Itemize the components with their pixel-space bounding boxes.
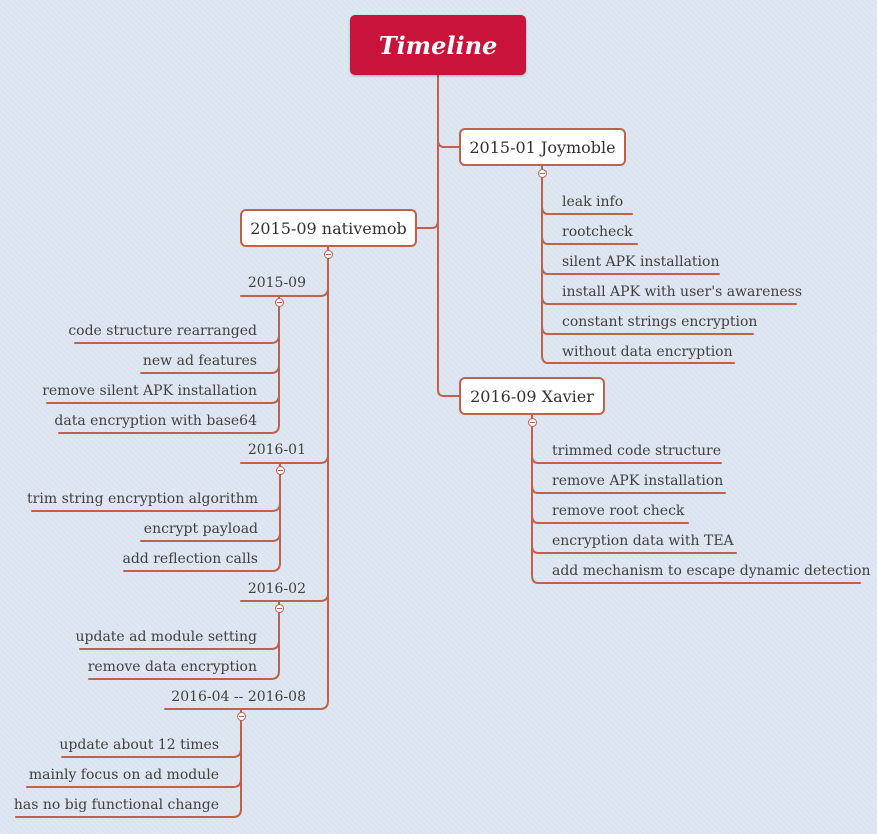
- topic-item[interactable]: remove silent APK installation: [42, 383, 257, 399]
- topic-item[interactable]: trim string encryption algorithm: [27, 491, 258, 507]
- topic-item[interactable]: new ad features: [142, 353, 257, 369]
- topic-item[interactable]: add mechanism to escape dynamic detectio…: [552, 563, 871, 579]
- topic-item[interactable]: remove data encryption: [87, 659, 257, 675]
- collapse-minus-icon[interactable]: [538, 169, 547, 178]
- topic-item[interactable]: silent APK installation: [562, 254, 720, 270]
- topic-item[interactable]: data encryption with base64: [54, 413, 257, 429]
- topic-item[interactable]: update about 12 times: [59, 737, 219, 753]
- branch-nativemob[interactable]: 2015-09 nativemob: [240, 209, 417, 247]
- collapse-minus-icon[interactable]: [275, 298, 284, 307]
- collapse-minus-icon[interactable]: [275, 604, 284, 613]
- branch-xavier[interactable]: 2016-09 Xavier: [459, 377, 605, 415]
- central-topic[interactable]: Timeline: [350, 15, 526, 75]
- topic-item[interactable]: encryption data with TEA: [552, 533, 734, 549]
- topic-item[interactable]: constant strings encryption: [562, 314, 758, 330]
- topic-item[interactable]: remove APK installation: [552, 473, 724, 489]
- topic-item[interactable]: add reflection calls: [122, 551, 259, 567]
- group-label[interactable]: 2015-09: [247, 275, 306, 291]
- branch-joymoble[interactable]: 2015-01 Joymoble: [459, 128, 626, 166]
- collapse-minus-icon[interactable]: [324, 250, 333, 259]
- collapse-minus-icon[interactable]: [528, 418, 537, 427]
- topic-item[interactable]: code structure rearranged: [68, 323, 257, 339]
- topic-item[interactable]: remove root check: [552, 503, 685, 519]
- group-label[interactable]: 2016-02: [247, 581, 306, 597]
- topic-item[interactable]: leak info: [562, 194, 624, 210]
- topic-item[interactable]: mainly focus on ad module: [28, 767, 219, 783]
- group-label[interactable]: 2016-01: [247, 442, 306, 458]
- topic-item[interactable]: install APK with user's awareness: [562, 284, 803, 300]
- collapse-minus-icon[interactable]: [237, 712, 246, 721]
- group-label[interactable]: 2016-04 -- 2016-08: [171, 689, 306, 705]
- topic-item[interactable]: without data encryption: [562, 344, 733, 360]
- topic-item[interactable]: encrypt payload: [143, 521, 258, 537]
- topic-item[interactable]: has no big functional change: [13, 797, 219, 813]
- topic-item[interactable]: trimmed code structure: [552, 443, 721, 459]
- collapse-minus-icon[interactable]: [276, 466, 285, 475]
- topic-item[interactable]: update ad module setting: [75, 629, 257, 645]
- topic-item[interactable]: rootcheck: [562, 224, 633, 240]
